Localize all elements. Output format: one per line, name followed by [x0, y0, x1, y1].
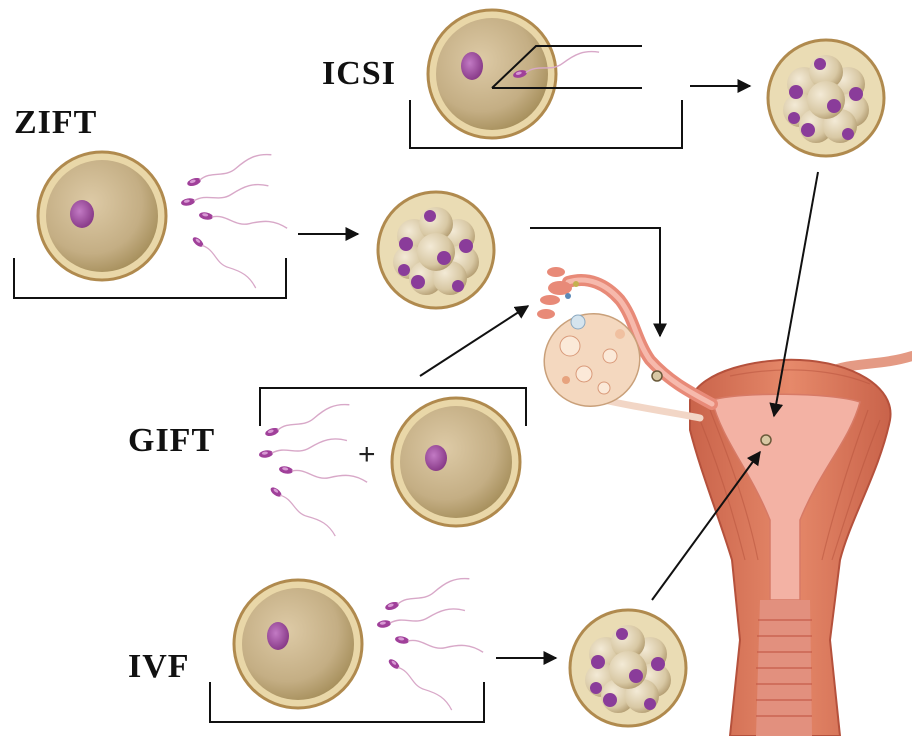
- zift-group: [14, 151, 660, 336]
- icsi-group: [410, 10, 884, 156]
- ivf-embryo: [570, 610, 686, 726]
- icsi-embryo: [768, 40, 884, 156]
- icsi-oocyte: [428, 10, 556, 138]
- zift-bracket: [14, 258, 286, 298]
- zift-embryo: [378, 192, 494, 308]
- uterus-embryo: [761, 435, 771, 445]
- zift-sperm-group: [180, 151, 288, 292]
- ivf-oocyte: [234, 580, 362, 708]
- gift-sperm-group: [258, 401, 367, 540]
- label-ivf: IVF: [128, 650, 190, 684]
- zift-oocyte: [38, 152, 166, 280]
- gift-to-tube-arrow: [420, 306, 528, 376]
- gift-oocyte: [392, 398, 520, 526]
- ivf-sperm-group: [376, 575, 483, 714]
- gift-group: [258, 306, 528, 540]
- tube-zygote: [652, 371, 662, 381]
- plus-sign: +: [358, 440, 376, 470]
- label-zift: ZIFT: [14, 106, 97, 140]
- label-gift: GIFT: [128, 424, 215, 458]
- label-icsi: ICSI: [322, 57, 396, 91]
